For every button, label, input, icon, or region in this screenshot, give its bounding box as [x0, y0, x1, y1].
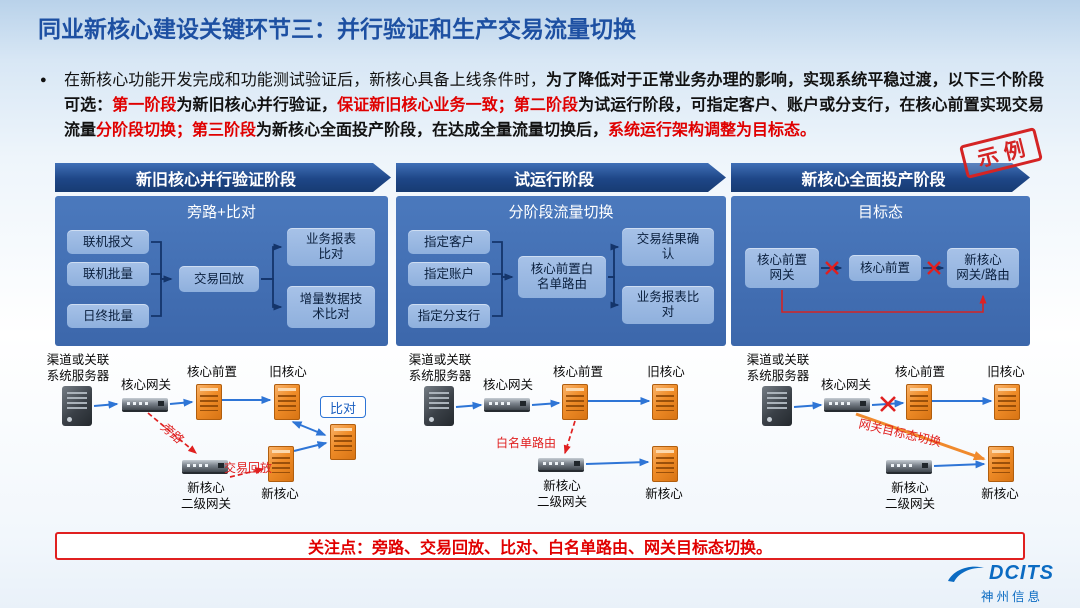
flow-box: 新核心 网关/路由 — [947, 248, 1019, 288]
phase-banner-parallel-verify: 新旧核心并行验证阶段 — [55, 163, 391, 192]
node-label-new-core: 新核心 — [981, 487, 1019, 501]
flow-box: 日终批量 — [67, 304, 149, 328]
intro-segment: 为新旧核心并行验证， — [176, 97, 338, 114]
network-switch-icon — [538, 458, 584, 470]
logo-company-text: 神州信息 — [981, 590, 1044, 604]
intro-segment: 分阶段切换；第三阶段 — [96, 122, 257, 139]
flow-box: 业务报表比 对 — [622, 286, 714, 324]
node-label-old-core: 旧核心 — [269, 365, 307, 379]
intro-paragraph: 在新核心功能开发完成和功能测试验证后，新核心具备上线条件时，为了降低对于正常业务… — [64, 68, 1044, 143]
node-label-new-core: 新核心 — [261, 487, 299, 501]
flow-box: 增量数据技 术比对 — [287, 286, 375, 328]
server-icon — [906, 384, 932, 420]
network-switch-icon — [182, 460, 228, 472]
node-label-channel-server: 渠道或关联 系统服务器 — [46, 353, 110, 384]
server-rack-icon — [762, 386, 792, 426]
intro-segment: 为新核心全面投产阶段，在达成全量流量切换后， — [256, 122, 609, 139]
server-icon — [268, 446, 294, 482]
gateway-target-switch-label: 网关目标态切换 — [857, 416, 943, 450]
node-label-core-front: 核心前置 — [552, 365, 603, 379]
intro-segment: 在新核心功能开发完成和功能测试验证后，新核心具备上线条件时， — [64, 72, 546, 89]
node-label-newcore-gateway: 新核心 二级网关 — [536, 479, 587, 510]
phase-label: 试运行阶段 — [513, 171, 594, 189]
dcits-logo: DCITS 神州信息 — [947, 562, 1054, 605]
panel-title: 旁路+比对 — [187, 204, 256, 221]
panel-staged-switch: 分阶段流量切换 指定客户 指定账户 指定分支行 核心前置白 名单路由 交易结果确… — [396, 196, 726, 346]
node-label-newcore-gateway: 新核心 二级网关 — [884, 481, 935, 512]
page-title: 同业新核心建设关键环节三：并行验证和生产交易流量切换 — [38, 16, 636, 42]
footer-note: 关注点：旁路、交易回放、比对、白名单路由、网关目标态切换。 — [55, 532, 1025, 560]
server-rack-icon — [424, 386, 454, 426]
panel-connectors — [151, 241, 283, 317]
flow-box: 核心前置白 名单路由 — [518, 256, 606, 298]
logo-brand-text: DCITS — [989, 562, 1054, 584]
server-icon — [274, 384, 300, 420]
phase-label: 新旧核心并行验证阶段 — [135, 171, 296, 189]
server-icon — [652, 446, 678, 482]
node-label-core-gateway: 核心网关 — [120, 378, 171, 392]
phase-banner-trial-run: 试运行阶段 — [396, 163, 726, 192]
flow-box: 交易结果确 认 — [622, 228, 714, 266]
node-label-core-gateway: 核心网关 — [482, 378, 533, 392]
intro-segment: 第一阶段 — [112, 97, 177, 114]
replay-label: 交易回放 — [224, 461, 273, 475]
server-icon — [994, 384, 1020, 420]
bypass-label: 旁路 — [157, 419, 186, 446]
flow-box: 联机报文 — [67, 230, 149, 254]
server-icon — [562, 384, 588, 420]
whitelist-route-label: 白名单路由 — [496, 436, 557, 450]
bullet-icon: ● — [40, 74, 47, 86]
node-label-old-core: 旧核心 — [647, 365, 685, 379]
node-label-channel-server: 渠道或关联 系统服务器 — [408, 353, 472, 384]
flow-box: 指定分支行 — [408, 304, 490, 328]
node-label-core-front: 核心前置 — [186, 365, 237, 379]
node-label-old-core: 旧核心 — [987, 365, 1025, 379]
flow-box: 核心前置 网关 — [745, 248, 819, 288]
compare-badge: 比对 — [320, 396, 366, 418]
flow-box: 指定账户 — [408, 262, 490, 286]
phase-banner-full-production: 新核心全面投产阶段 — [731, 163, 1030, 192]
node-label-new-core: 新核心 — [645, 487, 683, 501]
node-label-core-gateway: 核心网关 — [820, 378, 871, 392]
phase-label: 新核心全面投产阶段 — [801, 171, 946, 189]
panel-target-state: 目标态 核心前置 网关 核心前置 新核心 网关/路由 — [731, 196, 1030, 346]
panel-title: 分阶段流量切换 — [508, 204, 614, 221]
server-icon — [988, 446, 1014, 482]
flow-box: 核心前置 — [849, 255, 921, 281]
network-switch-icon — [122, 398, 168, 410]
network-switch-icon — [484, 398, 530, 410]
panel-connectors — [781, 261, 987, 313]
flow-box: 业务报表 比对 — [287, 228, 375, 266]
panel-connectors — [492, 241, 620, 317]
flow-box: 交易回放 — [179, 266, 259, 292]
intro-segment: 为试运行阶段，可指定客户、账户或分支行，在核心前置实现交易流量 — [64, 97, 1044, 139]
flow-box: 指定客户 — [408, 230, 490, 254]
intro-block: ● 在新核心功能开发完成和功能测试验证后，新核心具备上线条件时，为了降低对于正常… — [40, 68, 1044, 143]
network-switch-icon — [824, 398, 870, 410]
node-label-newcore-gateway: 新核心 二级网关 — [180, 481, 231, 512]
intro-segment: 为了降低对于正常业务办理的影响，实现系统平稳过渡，以下三个阶段可选： — [64, 72, 1044, 114]
server-icon — [652, 384, 678, 420]
panel-title: 目标态 — [857, 204, 903, 221]
panel-bypass-compare: 旁路+比对 联机报文 联机批量 日终批量 交易回放 业务报表 比对 增量数据技 … — [55, 196, 388, 346]
intro-segment: 系统运行架构调整为目标态。 — [608, 122, 817, 139]
server-icon — [196, 384, 222, 420]
node-label-channel-server: 渠道或关联 系统服务器 — [746, 353, 810, 384]
node-label-core-front: 核心前置 — [894, 365, 945, 379]
logo-row: DCITS — [947, 562, 1054, 585]
logo-swoosh-icon — [948, 566, 984, 582]
server-icon — [330, 424, 356, 460]
flow-box: 联机批量 — [67, 262, 149, 286]
intro-segment: 保证新旧核心业务一致；第二阶段 — [337, 97, 579, 114]
network-switch-icon — [886, 460, 932, 472]
server-rack-icon — [62, 386, 92, 426]
